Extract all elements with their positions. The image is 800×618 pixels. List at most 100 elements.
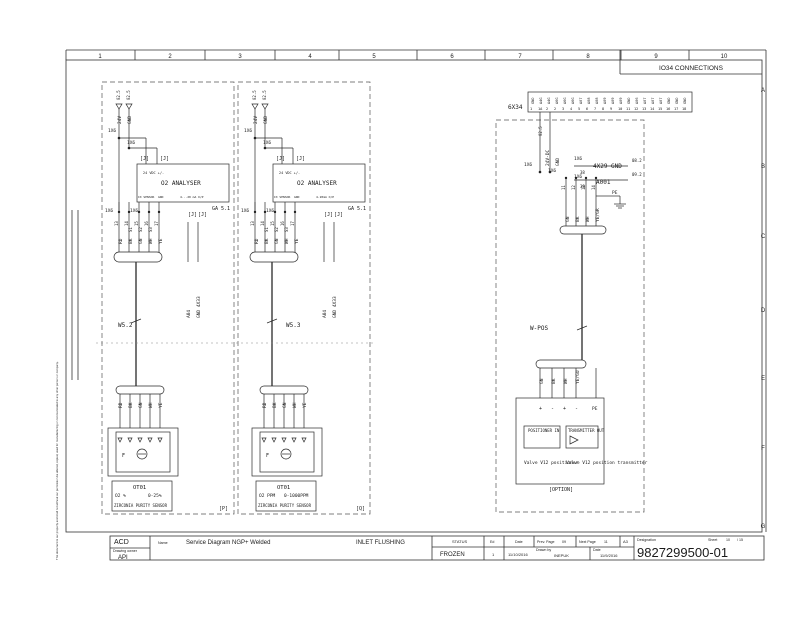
connector-pin-label: A6G: [555, 98, 559, 105]
sensor-pin-label: BK: [272, 402, 278, 408]
terminal-label-low-2: 1X6: [266, 208, 274, 214]
cross-ref-a04: A04: [186, 310, 192, 318]
connector-pin-number: 14: [650, 107, 654, 111]
panel-tag: [Q]: [356, 506, 365, 512]
option-tag: [OPTION]: [549, 487, 573, 493]
option-bottom-wire: WH: [563, 378, 569, 384]
gnd-ref: 4X29 GND: [593, 163, 622, 170]
panel-q-border: [237, 81, 371, 515]
row-label: B: [761, 164, 765, 170]
option-pin: 11: [561, 185, 566, 190]
option-terminal-1: 1X6: [524, 162, 532, 168]
connector-pin-number: 1A: [538, 107, 543, 111]
sensor-label-box: [255, 480, 317, 512]
terminal-label-mid: 1X6: [127, 140, 135, 146]
connector-pin-number: 2: [546, 107, 548, 111]
j-tag-4: [J]: [198, 212, 207, 218]
panel-q: 02.5 02.5 24V GND 1X6 1X6 [J] [J] 24 VDC…: [237, 81, 371, 515]
analyser-pin-output: 4...20 mA O/P: [180, 195, 204, 199]
option-supply-ref: 02.5: [538, 126, 543, 136]
connector-pin-label: A6G: [571, 98, 575, 105]
sensor-box: [107, 427, 179, 477]
supply-arrows: 02.5 02.5 24V GND: [115, 90, 133, 124]
amplifier-icon: [569, 435, 579, 445]
column-label: 9: [654, 54, 658, 60]
panel-option-border: [495, 119, 645, 513]
pin-number: 13: [250, 221, 255, 226]
analyser-pin-output: 4-20mA O/P: [316, 195, 334, 199]
sensor-pin-label: YE: [302, 402, 308, 408]
pin-number: 15: [134, 221, 139, 226]
connector-pin-number: 10: [618, 107, 622, 111]
supply-gnd-label: GND: [263, 116, 269, 124]
connector-pin-number: 15: [658, 107, 662, 111]
cable-label: W5.2: [118, 322, 133, 329]
sensor-pin-label: WH: [292, 402, 298, 408]
wire-pin: S3: [148, 227, 153, 232]
wire-color: BK: [264, 238, 270, 244]
designation-label: Designation: [637, 538, 656, 542]
sensor-id: OT01: [277, 485, 290, 491]
analyser-pin-gnd: GND: [158, 195, 164, 199]
sensor-name: ZIRCONIA PURITY SENSOR: [258, 503, 312, 508]
option-bottom-wire: BK: [551, 378, 557, 384]
cable-gland: [113, 251, 163, 263]
valve-pe: PE: [592, 406, 598, 412]
sheet-size: A3: [623, 539, 629, 544]
wire-color: RD: [118, 238, 124, 244]
sensor-id: OT01: [133, 485, 146, 491]
sensor-gauge-icon: [136, 448, 148, 460]
sensor-inner: [259, 431, 315, 473]
option-bottom-wire: GN: [539, 378, 545, 384]
valve-positioner: Valve V12 positioner: [524, 460, 578, 466]
connector-pin-number: 1: [530, 107, 532, 111]
connector-pin-label: A07: [659, 98, 663, 105]
connector-pin-label: A08: [587, 98, 591, 105]
sensor-pin-label: YE: [158, 402, 164, 408]
cross-ref-gnd: GND 4X33: [332, 296, 338, 318]
connector-pin-label: A09: [603, 98, 607, 105]
wire-pin: S1: [264, 227, 269, 232]
title-block: ACD Drawing owner API Name Service Diagr…: [109, 535, 765, 561]
connector-pin-number: 13: [642, 107, 646, 111]
cable-label: W5.3: [286, 322, 301, 329]
connector-pin-number: 4: [570, 107, 572, 111]
drawn-by-label: Drawn by: [536, 548, 551, 552]
j-tag-1: [J]: [276, 156, 285, 162]
next-page-label: Next Page: [579, 540, 596, 544]
option-pin: 13: [581, 185, 586, 190]
connector-pin-label: GND: [683, 98, 687, 105]
positioner-box: [523, 425, 561, 449]
wire-color: RD: [254, 238, 260, 244]
sensor-box: [251, 427, 323, 477]
j-tag-3: [J]: [188, 212, 197, 218]
j-tag-1: [J]: [140, 156, 149, 162]
positioner-in: POSITIONER IN: [528, 428, 560, 433]
analyser-pin-sensor: IX SENSOR: [274, 195, 290, 199]
sensor-cable-gland: [259, 385, 309, 395]
analyser-pin-gnd: GND: [294, 195, 300, 199]
option-cable-gland-bottom: [535, 359, 587, 369]
connector-pin-number: 7: [594, 107, 596, 111]
column-label: 6: [450, 54, 454, 60]
connector-pin-number: 11: [626, 107, 630, 111]
valve-pin: +: [563, 406, 566, 412]
option-bottom-wires: GN+BK-WH+YE/GU-PE: [539, 368, 598, 412]
transmitter-box: [565, 425, 599, 449]
sensor-inner: [115, 431, 171, 473]
pin-number: 14: [124, 221, 129, 226]
j-tag-2: [J]: [160, 156, 169, 162]
sensor-range: 0-25%: [148, 493, 162, 499]
gnd-pin: 38: [580, 170, 585, 175]
analyser-supply: 24 VDC +/-: [279, 171, 300, 175]
wire-color: WH: [284, 238, 290, 244]
j-tag-3: [J]: [324, 212, 333, 218]
wire-pin: S3: [284, 227, 289, 232]
status-value: FROZEN: [440, 552, 465, 558]
right-ref-2: 09.2: [632, 172, 642, 177]
row-label: G: [761, 524, 766, 530]
